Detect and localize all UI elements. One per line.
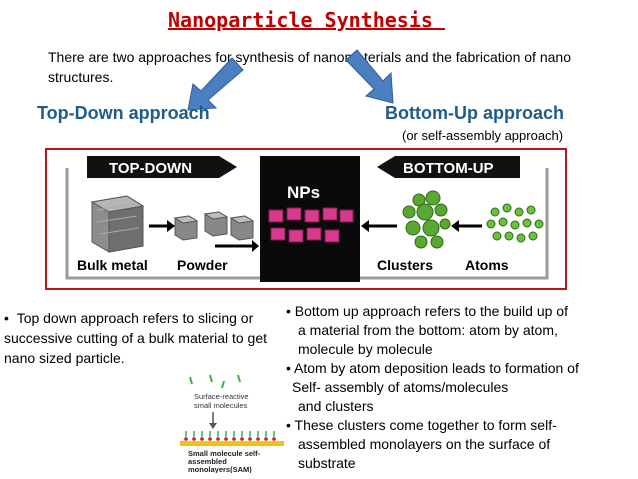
sam-bottom-label-2: assembled (188, 457, 227, 466)
sam-figure: Surface-reactive small molecules Small m… (178, 373, 293, 474)
top-down-banner-label: TOP-DOWN (109, 160, 192, 177)
bottom-up-banner: BOTTOM-UP (377, 156, 520, 178)
intro-text: There are two approaches for synthesis o… (48, 49, 571, 85)
top-down-banner: TOP-DOWN (87, 156, 237, 178)
bottom-up-bullet-1-line3: molecule by molecule (298, 341, 433, 357)
powder-label: Powder (177, 257, 228, 273)
top-down-description-text: Top down approach refers to slicing or s… (4, 310, 268, 366)
top-down-description: • Top down approach refers to slicing or… (4, 308, 274, 368)
atoms-image (486, 203, 544, 243)
bottom-up-subheading: (or self-assembly approach) (402, 128, 564, 143)
atoms-label: Atoms (465, 257, 509, 273)
powder-image (173, 211, 255, 241)
bottom-up-bullet-1: • Bottom up approach refers to the build… (286, 303, 568, 319)
bottom-up-heading: Bottom-Up approach (385, 103, 564, 123)
sam-top-label-1: Surface-reactive (194, 392, 249, 401)
sam-heads (184, 437, 276, 441)
bottom-up-bullet-1-line2: a material from the bottom: atom by atom… (298, 322, 558, 338)
bottom-up-bullet-2-line3: and clusters (298, 398, 374, 414)
synthesis-diagram: TOP-DOWN BOTTOM-UP NPs (65, 156, 549, 282)
sam-substrate (180, 441, 284, 446)
bullet-marker: • (4, 310, 17, 326)
page-title: Nanoparticle Synthesis (168, 8, 445, 32)
synthesis-figure: TOP-DOWN BOTTOM-UP NPs (45, 148, 567, 290)
bottom-up-bullet-3: • These clusters come together to form s… (286, 417, 557, 433)
sam-monolayer (185, 431, 275, 437)
bottom-up-bullet-2: • Atom by atom deposition leads to forma… (286, 360, 579, 376)
sam-bottom-label-1: Small molecule self- (188, 449, 261, 458)
bulk-metal-label: Bulk metal (77, 257, 148, 273)
np-cubes (268, 207, 354, 243)
bottom-up-description: • Bottom up approach refers to the build… (286, 302, 631, 473)
sam-top-label-2: small molecules (194, 401, 248, 410)
sam-diagram: Surface-reactive small molecules Small m… (180, 374, 284, 474)
bottom-up-bullet-3-line2: assembled monolayers on the surface of (298, 436, 551, 452)
sam-bottom-label-3: monolayers(SAM) (188, 465, 252, 473)
bottom-up-banner-label: BOTTOM-UP (403, 160, 494, 177)
clusters-image (402, 190, 451, 249)
top-down-heading: Top-Down approach (37, 103, 210, 123)
nps-block: NPs (260, 156, 360, 282)
bulk-metal-image (90, 195, 145, 253)
clusters-label: Clusters (377, 257, 433, 273)
nps-label: NPs (287, 183, 320, 202)
sam-molecules (189, 374, 241, 389)
bottom-up-bullet-3-line3: substrate (298, 455, 356, 471)
arrow-to-bottom-up (345, 49, 394, 104)
arrow-to-top-down (187, 57, 244, 111)
bottom-up-bullet-2-line2: Self- assembly of atoms/molecules (292, 379, 509, 395)
